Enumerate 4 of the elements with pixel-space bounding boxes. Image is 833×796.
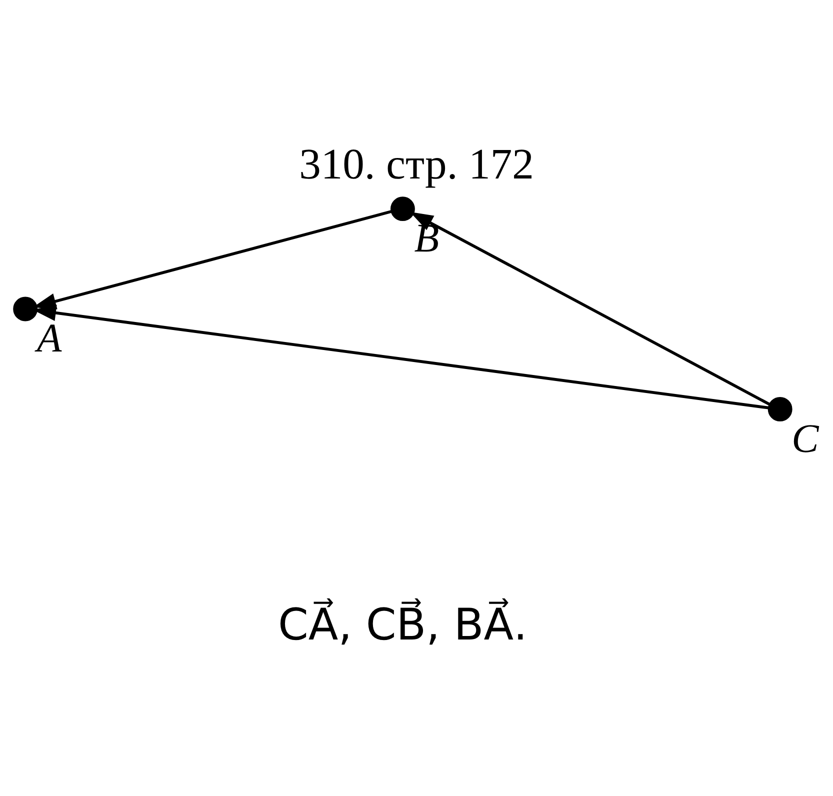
node-label: C bbox=[792, 416, 819, 461]
label: CA⃗, CB⃗, BA⃗. bbox=[278, 600, 528, 650]
diagram-title: 310. стр. 172 bbox=[299, 140, 534, 188]
node-label: A bbox=[36, 316, 62, 361]
